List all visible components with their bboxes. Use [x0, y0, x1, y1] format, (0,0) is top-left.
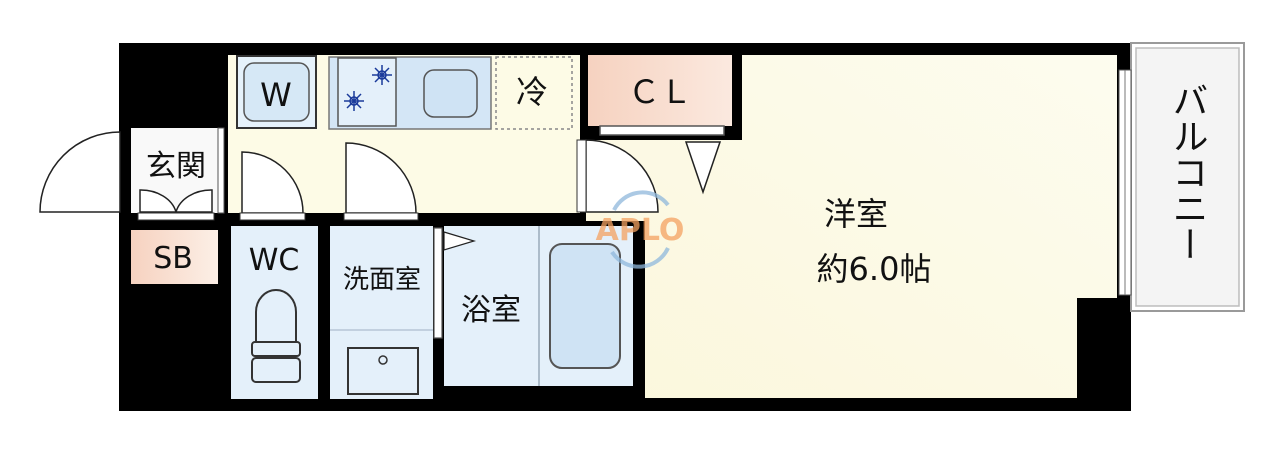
room-size-label: 約6.0帖 — [817, 250, 932, 288]
entrance-label: 玄関 — [146, 149, 206, 184]
burner-icon — [344, 91, 364, 111]
fridge-label: 冷 — [516, 73, 548, 111]
room-labels: W 冷 ＣＬ 玄関 SB WC 洗面室 浴室 洋室 約6.0帖 バルコニー — [146, 73, 1208, 328]
washer-label: W — [260, 76, 292, 114]
balcony-label: バルコニー — [1167, 82, 1208, 262]
aplo-watermark: APLO — [596, 190, 685, 269]
fixtures — [217, 55, 621, 395]
door-frames — [137, 139, 587, 221]
western-room-label: 洋室 — [824, 195, 888, 233]
toilet-bowl-icon — [251, 289, 301, 383]
balcony-area — [1118, 42, 1245, 312]
burner-icon — [372, 65, 392, 85]
watermark-text: APLO — [596, 213, 685, 248]
toilet-label: WC — [249, 243, 300, 278]
closet-label: ＣＬ — [628, 73, 692, 111]
washroom-label: 洗面室 — [343, 265, 421, 295]
bathroom-label: 浴室 — [461, 293, 521, 328]
shoe-box-label: SB — [153, 241, 193, 276]
doors — [39, 131, 722, 251]
